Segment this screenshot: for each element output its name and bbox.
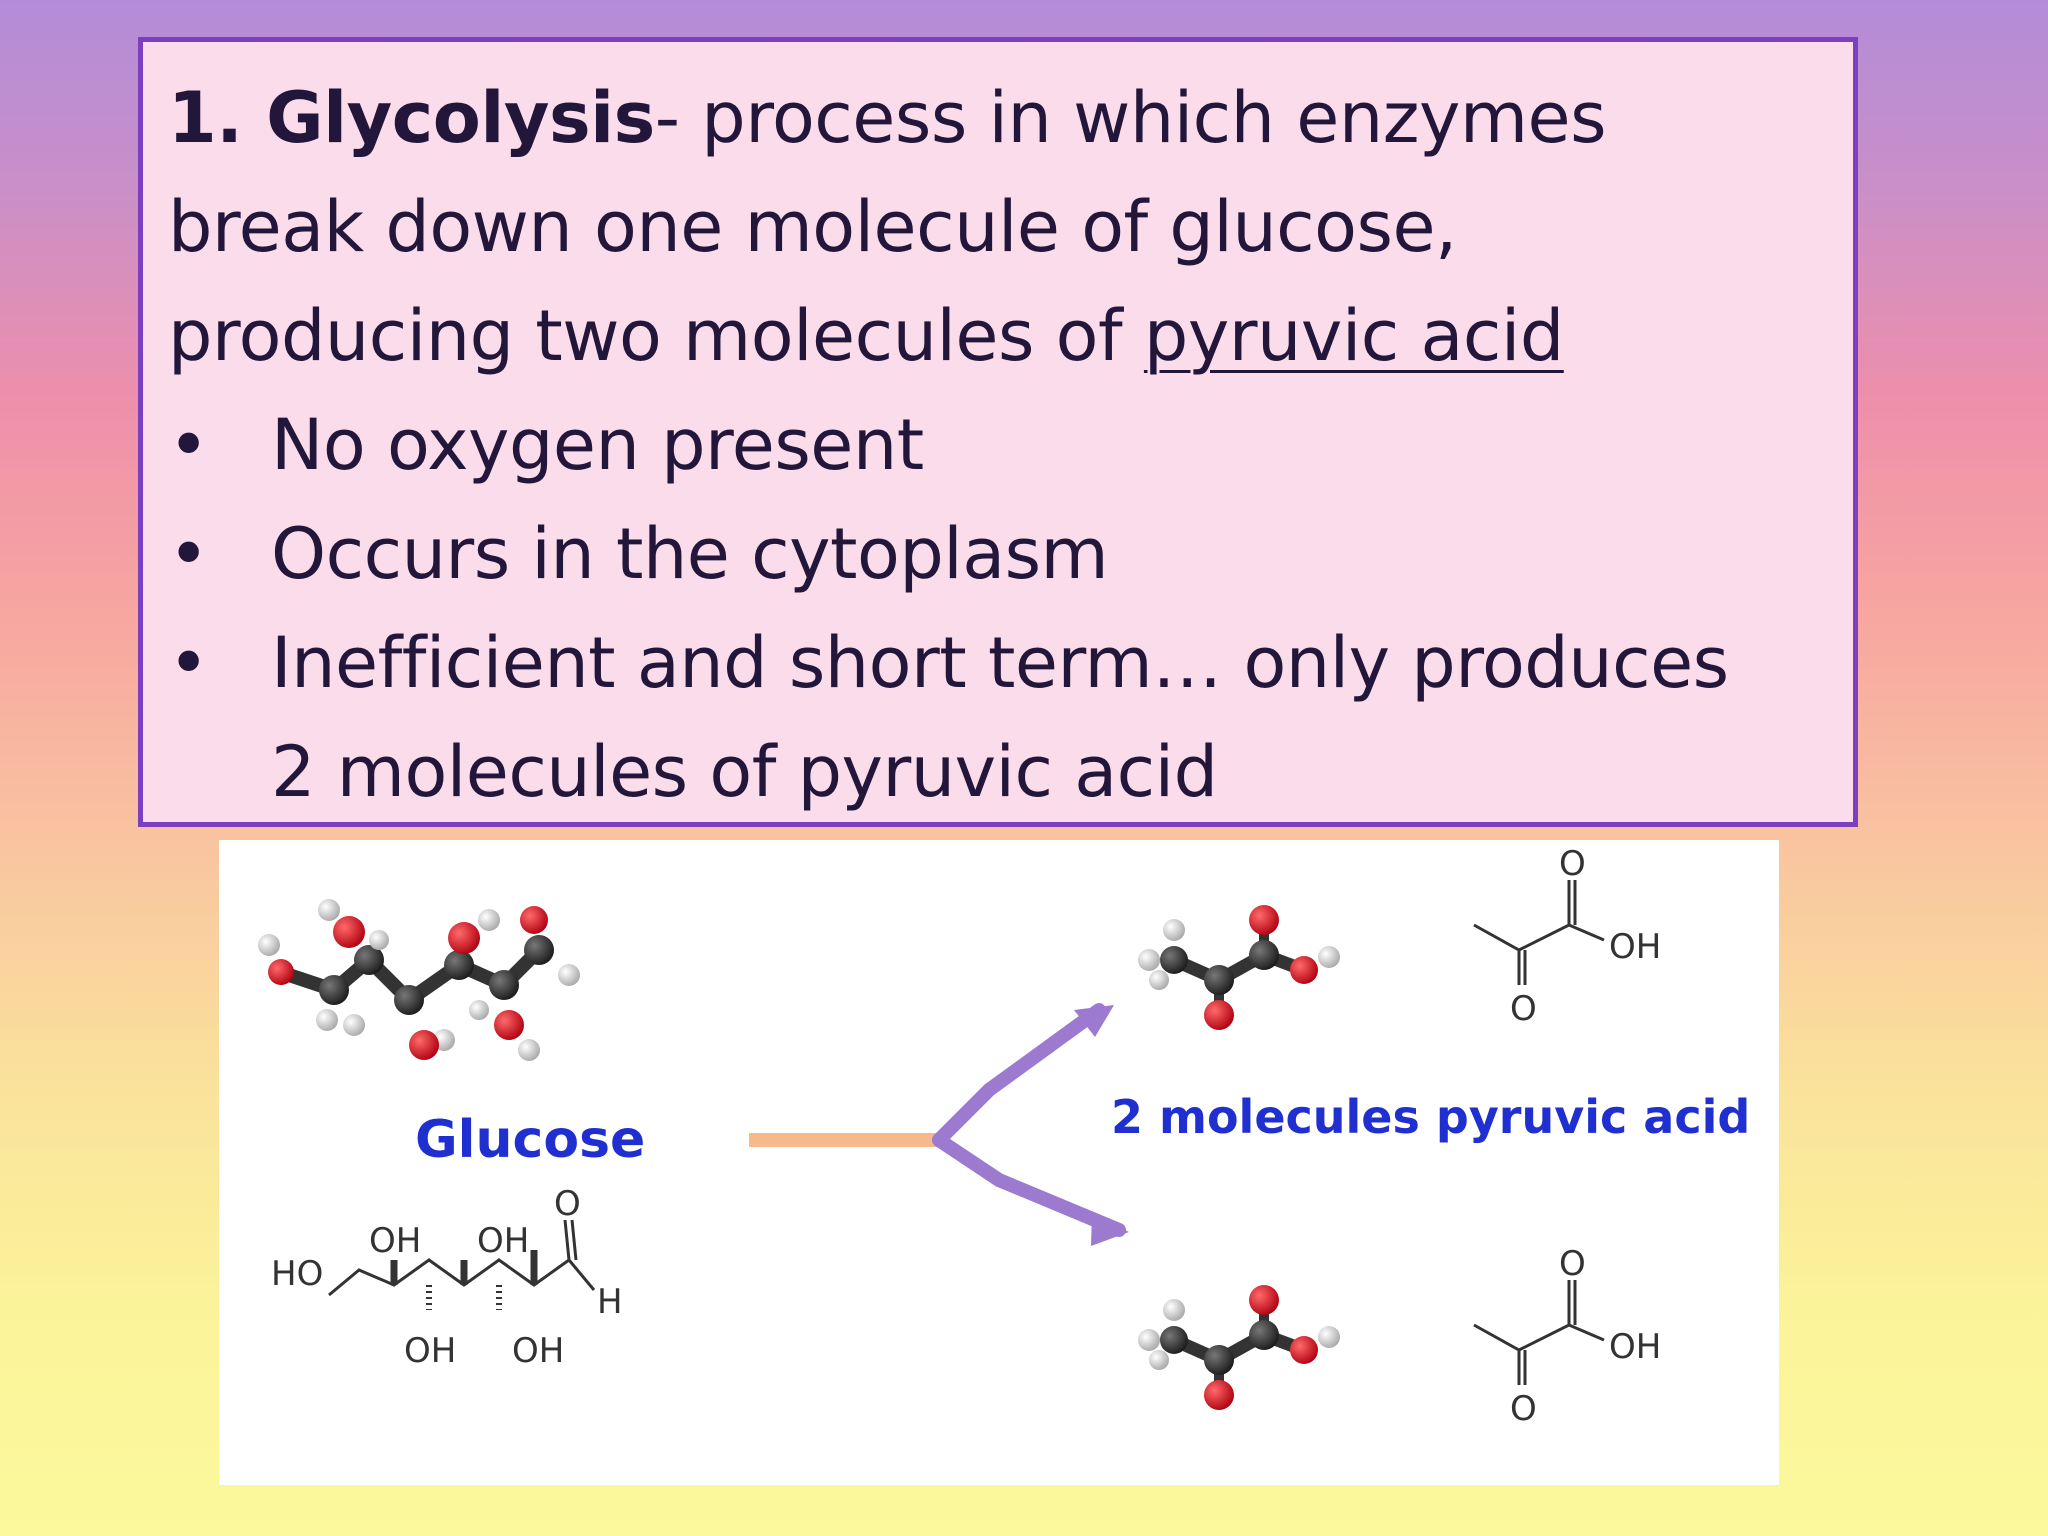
pyruvic-acid-underlined: pyruvic acid	[1143, 295, 1564, 377]
bullet-list: •No oxygen present •Occurs in the cytopl…	[168, 391, 1828, 827]
label-h-aldehyde: H	[597, 1282, 623, 1322]
bullet-item-continuation: 2 molecules of pyruvic acid	[271, 731, 1218, 813]
pyruvic-acid-model-top	[1138, 905, 1340, 1030]
label-ho: HO	[271, 1254, 323, 1294]
content-textbox: 1. Glycolysis- process in which enzymes …	[138, 37, 1858, 827]
definition-start: - process in which enzymes	[654, 77, 1607, 159]
label-oh-bottom: OH	[1609, 1327, 1661, 1367]
glucose-skeletal-formula	[328, 1219, 596, 1310]
label-o-aldehyde: O	[554, 1184, 581, 1224]
label-o-top-2: O	[1510, 989, 1537, 1029]
definition-paragraph: 1. Glycolysis- process in which enzymes …	[168, 64, 1828, 391]
glycolysis-figure: HO OH OH O H OH OH	[219, 840, 1779, 1485]
bullet-icon: •	[168, 513, 209, 595]
label-oh-3: OH	[404, 1331, 456, 1371]
pyruvic-acid-formula-bottom	[1473, 1280, 1605, 1385]
label-oh-1: OH	[369, 1221, 421, 1261]
pyruvic-acid-label: 2 molecules pyruvic acid	[1111, 1090, 1751, 1144]
label-oh-2: OH	[477, 1221, 529, 1261]
label-o-bottom-2: O	[1510, 1389, 1537, 1429]
bullet-item-inefficient: •Inefficient and short term… only produc…	[168, 609, 1828, 718]
reaction-arrow	[749, 1003, 1129, 1246]
bullet-item-cytoplasm: •Occurs in the cytoplasm	[168, 500, 1828, 609]
bullet-icon: •	[168, 622, 209, 704]
glycolysis-heading: 1. Glycolysis	[168, 77, 655, 159]
figure-drawing: HO OH OH O H OH OH	[258, 844, 1661, 1429]
definition-line-2: break down one molecule of glucose,	[168, 186, 1457, 268]
pyruvic-acid-model-bottom	[1138, 1285, 1340, 1410]
definition-line-3: producing two molecules of	[168, 295, 1144, 377]
glucose-ball-stick-model	[258, 899, 580, 1061]
label-oh-4: OH	[512, 1331, 564, 1371]
bullet-icon: •	[168, 404, 209, 486]
label-o-top-1: O	[1559, 844, 1586, 884]
bullet-item-oxygen: •No oxygen present	[168, 391, 1828, 500]
label-oh-top: OH	[1609, 927, 1661, 967]
label-o-bottom-1: O	[1559, 1244, 1586, 1284]
glucose-label: Glucose	[415, 1110, 646, 1170]
pyruvic-acid-formula-top	[1473, 880, 1605, 985]
